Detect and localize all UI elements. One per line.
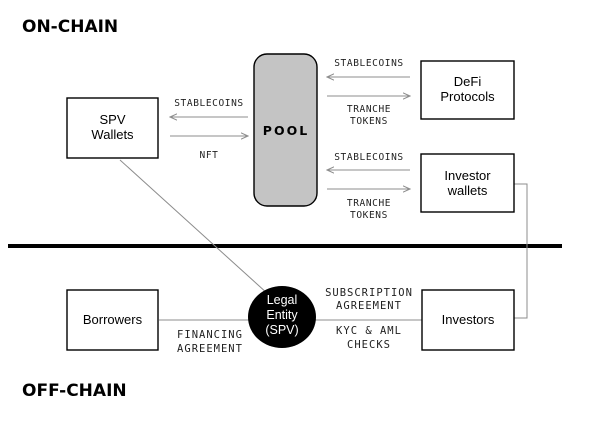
- link-investors-investor-wallets: [508, 183, 528, 319]
- node-investor-wallets-line-2: wallets: [447, 183, 488, 198]
- node-defi-line-1: DeFi: [454, 74, 482, 89]
- label-tranche-investor-1: TRANCHE: [347, 198, 391, 209]
- node-borrowers: Borrowers: [66, 289, 159, 351]
- node-legal-entity: Legal Entity (SPV): [248, 286, 316, 348]
- node-investor-wallets: Investor wallets: [420, 153, 515, 213]
- node-defi-line-2: Protocols: [440, 89, 495, 104]
- node-legal-entity-line-1: Legal: [267, 293, 298, 307]
- label-subscription-1: SUBSCRIPTION: [325, 287, 413, 299]
- off-chain-title: OFF-CHAIN: [22, 381, 127, 401]
- node-spv-wallets-line-2: Wallets: [91, 127, 134, 142]
- label-stablecoins-spv: STABLECOINS: [174, 98, 244, 109]
- on-chain-title: ON-CHAIN: [22, 17, 118, 37]
- chain-divider: [8, 244, 562, 248]
- link-entity-spv-wallets: [119, 159, 269, 295]
- node-borrowers-label: Borrowers: [83, 312, 143, 327]
- label-tranche-investor-2: TOKENS: [350, 210, 388, 221]
- label-stablecoins-defi: STABLECOINS: [334, 58, 404, 69]
- label-subscription-2: AGREEMENT: [336, 300, 402, 312]
- node-pool: POOL: [253, 53, 318, 207]
- label-financing-1: FINANCING: [177, 329, 243, 341]
- label-nft: NFT: [200, 150, 219, 161]
- label-kyc-1: KYC & AML: [336, 325, 402, 337]
- node-spv-wallets: SPV Wallets: [66, 97, 159, 159]
- label-tranche-defi-2: TOKENS: [350, 116, 388, 127]
- node-investor-wallets-line-1: Investor: [444, 168, 491, 183]
- node-spv-wallets-line-1: SPV: [99, 112, 125, 127]
- label-tranche-defi-1: TRANCHE: [347, 104, 391, 115]
- node-investors: Investors: [421, 289, 515, 351]
- node-legal-entity-line-2: Entity: [266, 308, 298, 322]
- node-defi-protocols: DeFi Protocols: [420, 60, 515, 120]
- label-kyc-2: CHECKS: [347, 339, 391, 351]
- node-pool-label: POOL: [263, 123, 309, 138]
- label-stablecoins-investor: STABLECOINS: [334, 152, 404, 163]
- label-financing-2: AGREEMENT: [177, 343, 243, 355]
- node-legal-entity-line-3: (SPV): [265, 323, 298, 337]
- node-investors-label: Investors: [442, 312, 495, 327]
